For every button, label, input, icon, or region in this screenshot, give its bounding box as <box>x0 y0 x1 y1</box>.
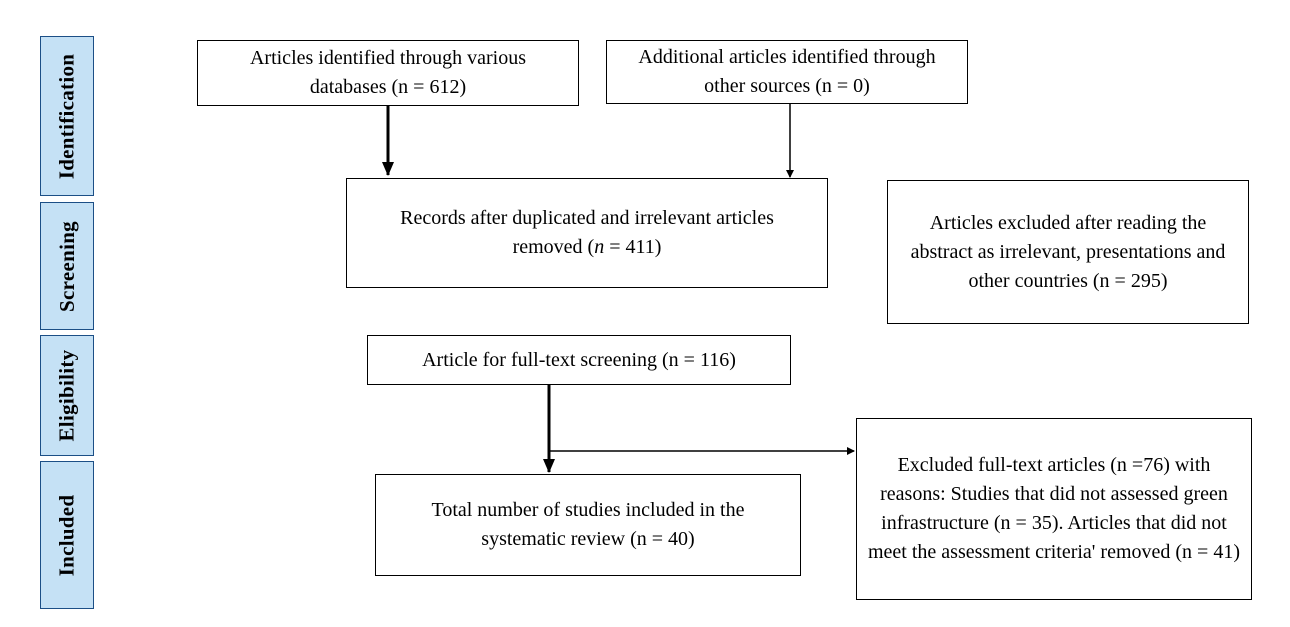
phase-included: Included <box>40 461 94 609</box>
box-full-text-screening-text: Article for full-text screening (n = 116… <box>422 348 736 371</box>
box-excluded-full-text: Excluded full-text articles (n =76) with… <box>856 418 1252 600</box>
box-excluded-abstract-text: Articles excluded after reading the abst… <box>910 211 1226 292</box>
box-excluded-abstract: Articles excluded after reading the abst… <box>887 180 1249 324</box>
records-text-prefix: Records after duplicated and irrelevant … <box>400 207 774 258</box>
box-included-studies-text: Total number of studies included in the … <box>431 499 745 550</box>
phase-screening: Screening <box>40 202 94 330</box>
records-n-symbol: n <box>594 236 605 258</box>
box-databases-text: Articles identified through various data… <box>249 47 527 98</box>
box-excluded-full-text-text: Excluded full-text articles (n =76) with… <box>868 454 1240 563</box>
box-full-text-screening: Article for full-text screening (n = 116… <box>367 335 791 385</box>
phase-identification: Identification <box>40 36 94 196</box>
box-other-sources: Additional articles identified through o… <box>606 40 968 104</box>
box-records-after-duplicates: Records after duplicated and irrelevant … <box>346 178 828 288</box>
box-records-after-duplicates-text: Records after duplicated and irrelevant … <box>357 204 817 262</box>
box-other-sources-text: Additional articles identified through o… <box>638 46 936 97</box>
box-databases: Articles identified through various data… <box>197 40 579 106</box>
phase-eligibility: Eligibility <box>40 335 94 456</box>
records-text-suffix: = 411) <box>604 236 662 258</box>
box-included-studies: Total number of studies included in the … <box>375 474 801 576</box>
